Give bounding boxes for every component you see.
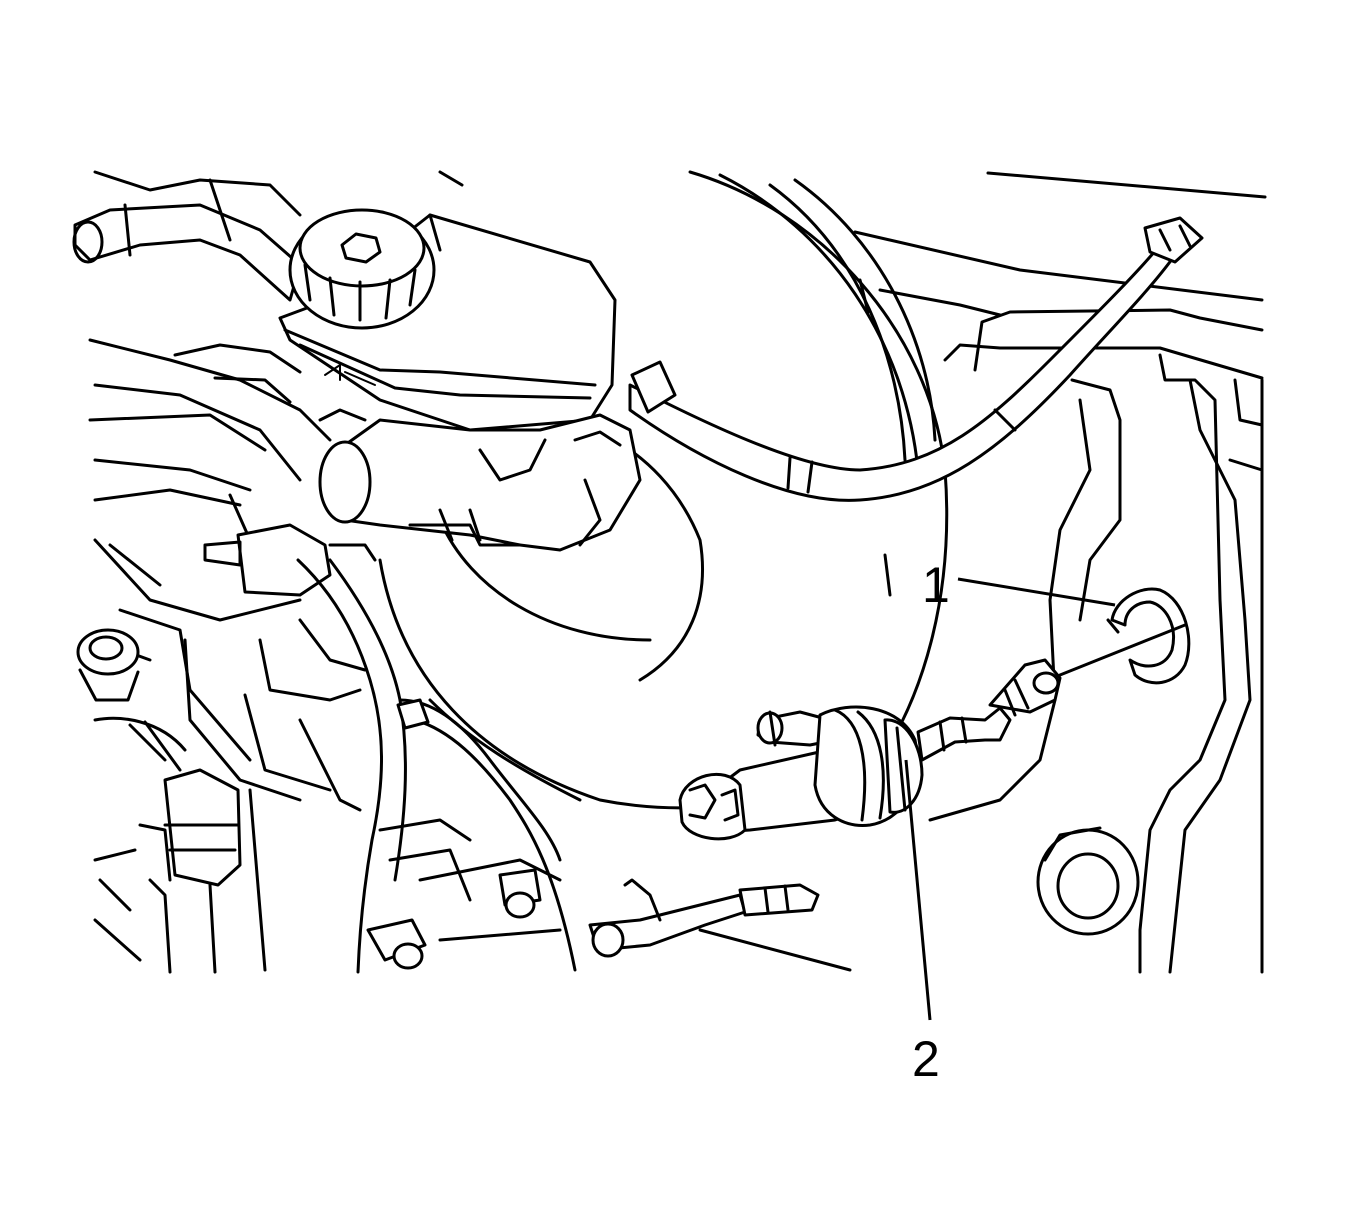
wiring-harness bbox=[203, 508, 577, 974]
callout-1-leader bbox=[957, 577, 1116, 607]
electrical-connector bbox=[93, 768, 267, 974]
body-panel bbox=[853, 171, 1267, 974]
callout-2-leader bbox=[904, 759, 932, 1021]
clutch-actuator-cylinder bbox=[678, 658, 1062, 841]
upper-hose bbox=[72, 170, 464, 302]
brake-fluid-reservoir bbox=[278, 208, 617, 432]
engine-components bbox=[88, 338, 367, 812]
hydraulic-line bbox=[588, 878, 820, 958]
callout-1-label: 1 bbox=[922, 557, 950, 613]
retaining-clip bbox=[1058, 587, 1191, 685]
master-cylinder bbox=[318, 408, 642, 552]
callout-2-label: 2 bbox=[912, 1031, 940, 1087]
radiator-cap bbox=[93, 716, 187, 862]
grommet bbox=[1036, 826, 1140, 936]
oil-filler bbox=[76, 628, 140, 702]
brake-hose bbox=[628, 216, 1204, 502]
lower-bracket bbox=[366, 818, 852, 972]
